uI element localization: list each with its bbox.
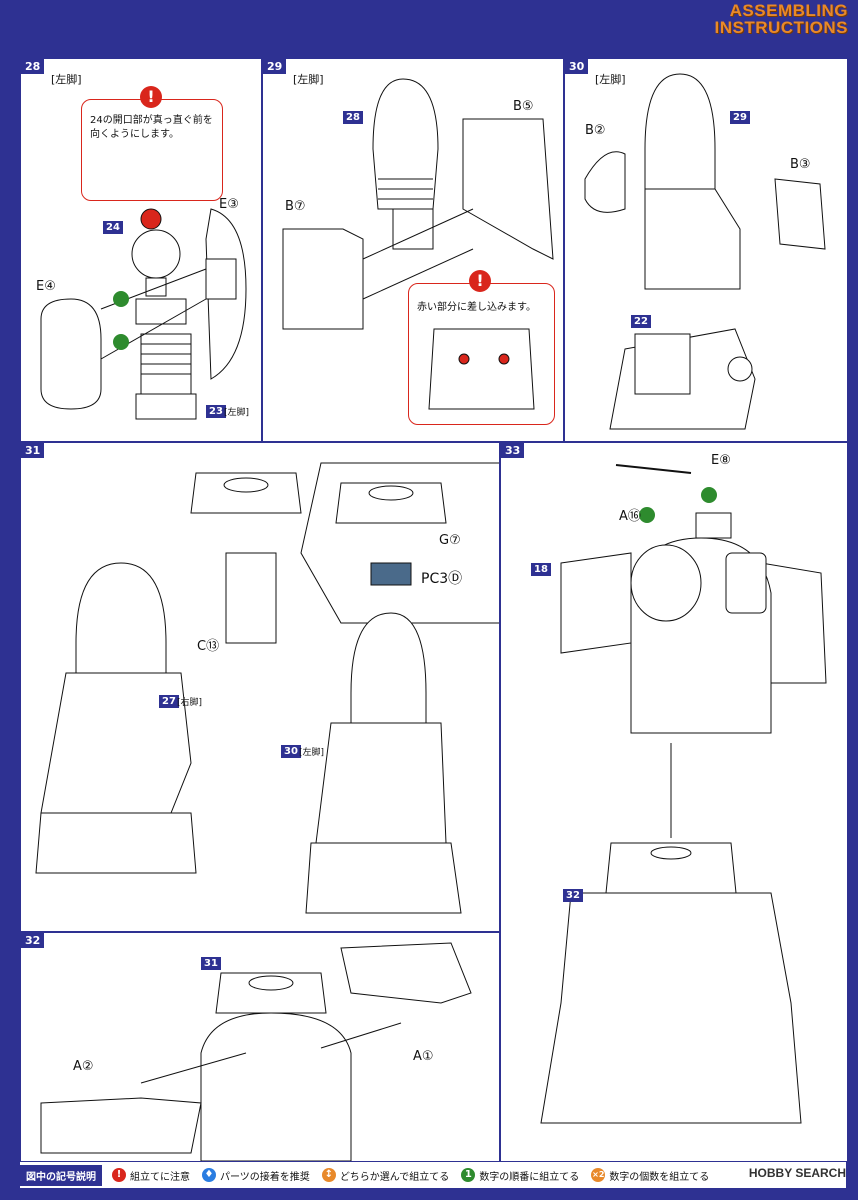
legend-item-text: 数字の順番に組立てる	[479, 1171, 580, 1183]
step-30-panel: 30 [左脚] B② B③ 29 22	[564, 58, 848, 442]
step-29-note-drawing	[428, 328, 535, 410]
part-22-tag: 22	[631, 315, 651, 328]
warning-icon: !	[140, 86, 162, 108]
part-31-tag: 31	[201, 957, 221, 970]
part-e3-label: E③	[219, 197, 239, 212]
legend-title: 図中の記号説明	[20, 1164, 102, 1186]
step-33-panel: 33 E⑧ A⑯ 18 32	[500, 442, 848, 1162]
part-pc3-label: PC3Ⓓ	[421, 571, 463, 587]
header-line-1: ASSEMBLING	[729, 1, 848, 20]
hobby-search-watermark: HOBBY SEARCH	[748, 1166, 846, 1180]
caution-icon: !	[112, 1168, 126, 1182]
legend-item-count: ×2 数字の個数を組立てる	[591, 1168, 709, 1183]
legend-item-caution: ! 組立てに注意	[112, 1168, 190, 1183]
legend-item-choose: ↕ どちらか選んで組立てる	[321, 1168, 450, 1183]
order-icon: 1	[461, 1168, 476, 1182]
step-31-drawing	[35, 462, 499, 914]
part-b5-label: B⑤	[513, 99, 534, 114]
step-29-note-box: ! 赤い部分に差し込みます。	[408, 270, 555, 425]
step-30-drawing	[584, 73, 826, 430]
legend-item-glue: ♦ パーツの接着を推奨	[202, 1168, 310, 1183]
legend-item-text: 数字の個数を組立てる	[609, 1171, 710, 1183]
warning-icon: !	[469, 270, 491, 292]
part-32-tag: 32	[563, 889, 583, 902]
part-a2-label: A②	[73, 1059, 94, 1074]
step-28-drawing	[40, 208, 247, 420]
step-28-note-box: ! 24の開口部が真っ直ぐ前を向くようにします。	[81, 86, 223, 201]
part-28-tag: 28	[343, 111, 363, 124]
step-32-number: 32	[21, 933, 45, 948]
step-33-number: 33	[501, 443, 525, 458]
header-line-2: INSTRUCTIONS	[714, 18, 848, 37]
part-c13-label: C⑬	[197, 639, 220, 654]
part-b3-label: B③	[790, 157, 811, 172]
part-18-tag: 18	[531, 563, 551, 576]
part-27-tag: 27	[159, 695, 179, 708]
part-23-label: [左脚]	[224, 408, 250, 418]
legend-item-text: どちらか選んで組立てる	[339, 1171, 450, 1183]
instruction-sheet: 28 [左脚] ! 24の開口部が真っ直ぐ前を向くようにします。 E③ E④ 2…	[20, 58, 848, 1162]
part-e4-label: E④	[36, 279, 56, 294]
part-b7-label: B⑦	[285, 199, 306, 214]
legend-item-text: パーツの接着を推奨	[220, 1171, 310, 1183]
part-b2-label: B②	[585, 123, 606, 138]
step-29-title: [左脚]	[293, 73, 324, 86]
step-30-title: [左脚]	[595, 73, 626, 86]
step-29-drawing	[282, 78, 554, 330]
step-31-panel: 31 C⑬ G⑦ PC3Ⓓ 27 [右脚] 30 [左脚]	[20, 442, 500, 932]
step-32-panel: 32 31 A① A②	[20, 932, 500, 1162]
step-28-title: [左脚]	[51, 73, 82, 86]
step-29-note-text: 赤い部分に差し込みます。	[417, 302, 536, 313]
glue-icon: ♦	[202, 1168, 216, 1182]
part-29-tag: 29	[730, 111, 750, 124]
choose-icon: ↕	[321, 1168, 336, 1182]
part-a1-label: A①	[413, 1049, 434, 1064]
part-30-tag: 30	[281, 745, 301, 758]
step-32-drawing	[40, 942, 472, 1161]
step-33-drawing	[540, 464, 827, 1124]
part-23-tag: 23	[206, 405, 226, 418]
step-29-panel: 29 [左脚] B⑤ B⑦ 28 ! 赤い部分に差し込みます。	[262, 58, 564, 442]
part-g7-label: G⑦	[439, 533, 461, 548]
part-a16-label: A⑯	[619, 509, 641, 524]
part-27-label: [右脚]	[177, 698, 203, 708]
step-30-number: 30	[565, 59, 589, 74]
step-31-number: 31	[21, 443, 45, 458]
part-30-label: [左脚]	[299, 748, 325, 758]
step-29-number: 29	[263, 59, 287, 74]
step-28-number: 28	[21, 59, 45, 74]
count-icon: ×2	[591, 1168, 606, 1182]
symbol-legend: 図中の記号説明 ! 組立てに注意 ♦ パーツの接着を推奨 ↕ どちらか選んで組立…	[20, 1162, 846, 1188]
legend-item-text: 組立てに注意	[130, 1171, 190, 1183]
part-24-tag: 24	[103, 221, 123, 234]
legend-item-order: 1 数字の順番に組立てる	[461, 1168, 579, 1183]
assembling-instructions-header: ASSEMBLING INSTRUCTIONS	[715, 2, 849, 36]
part-e8-label: E⑧	[711, 453, 731, 468]
step-28-panel: 28 [左脚] ! 24の開口部が真っ直ぐ前を向くようにします。 E③ E④ 2…	[20, 58, 262, 442]
step-28-note-text: 24の開口部が真っ直ぐ前を向くようにします。	[90, 115, 213, 140]
